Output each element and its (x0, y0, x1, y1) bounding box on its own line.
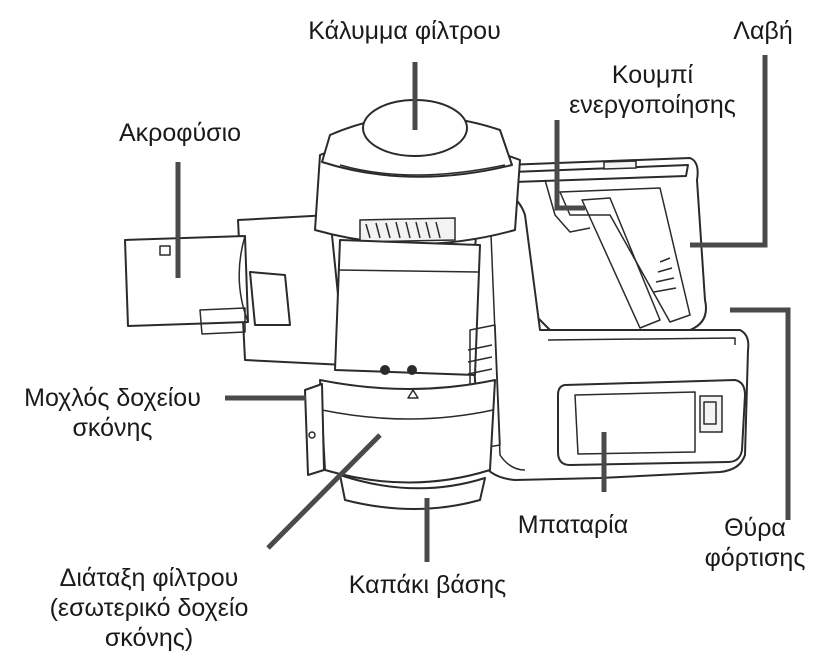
label-nozzle: Ακροφύσιο (118, 119, 242, 147)
vacuum-illustration (124, 99, 750, 510)
leader-power-button (554, 120, 585, 211)
label-battery: Μπαταρία (517, 511, 629, 539)
label-filter-assembly: Διάταξη φίλτρου (εσωτερικό δοχείο σκόνης… (49, 564, 249, 652)
label-filter-cover: Κάλυμμα φίλτρου (308, 17, 501, 45)
leader-filter-assembly (266, 433, 382, 550)
label-charging-port: Θύρα φόρτισης (704, 514, 806, 572)
nozzle (124, 214, 346, 366)
dust-bin (304, 379, 496, 510)
battery-pack (557, 379, 746, 466)
leader-handle (690, 55, 768, 248)
leader-lines (175, 55, 791, 562)
label-dust-bin-lever: Μοχλός δοχείου σκόνης (24, 384, 201, 442)
leader-charging-port (730, 307, 791, 520)
label-base-cover: Καπάκι βάσης (348, 571, 507, 599)
cyclone (314, 99, 521, 451)
label-handle: Λαβή (733, 17, 793, 45)
label-power-button: Κουμπί ενεργοποίησης (569, 61, 736, 119)
